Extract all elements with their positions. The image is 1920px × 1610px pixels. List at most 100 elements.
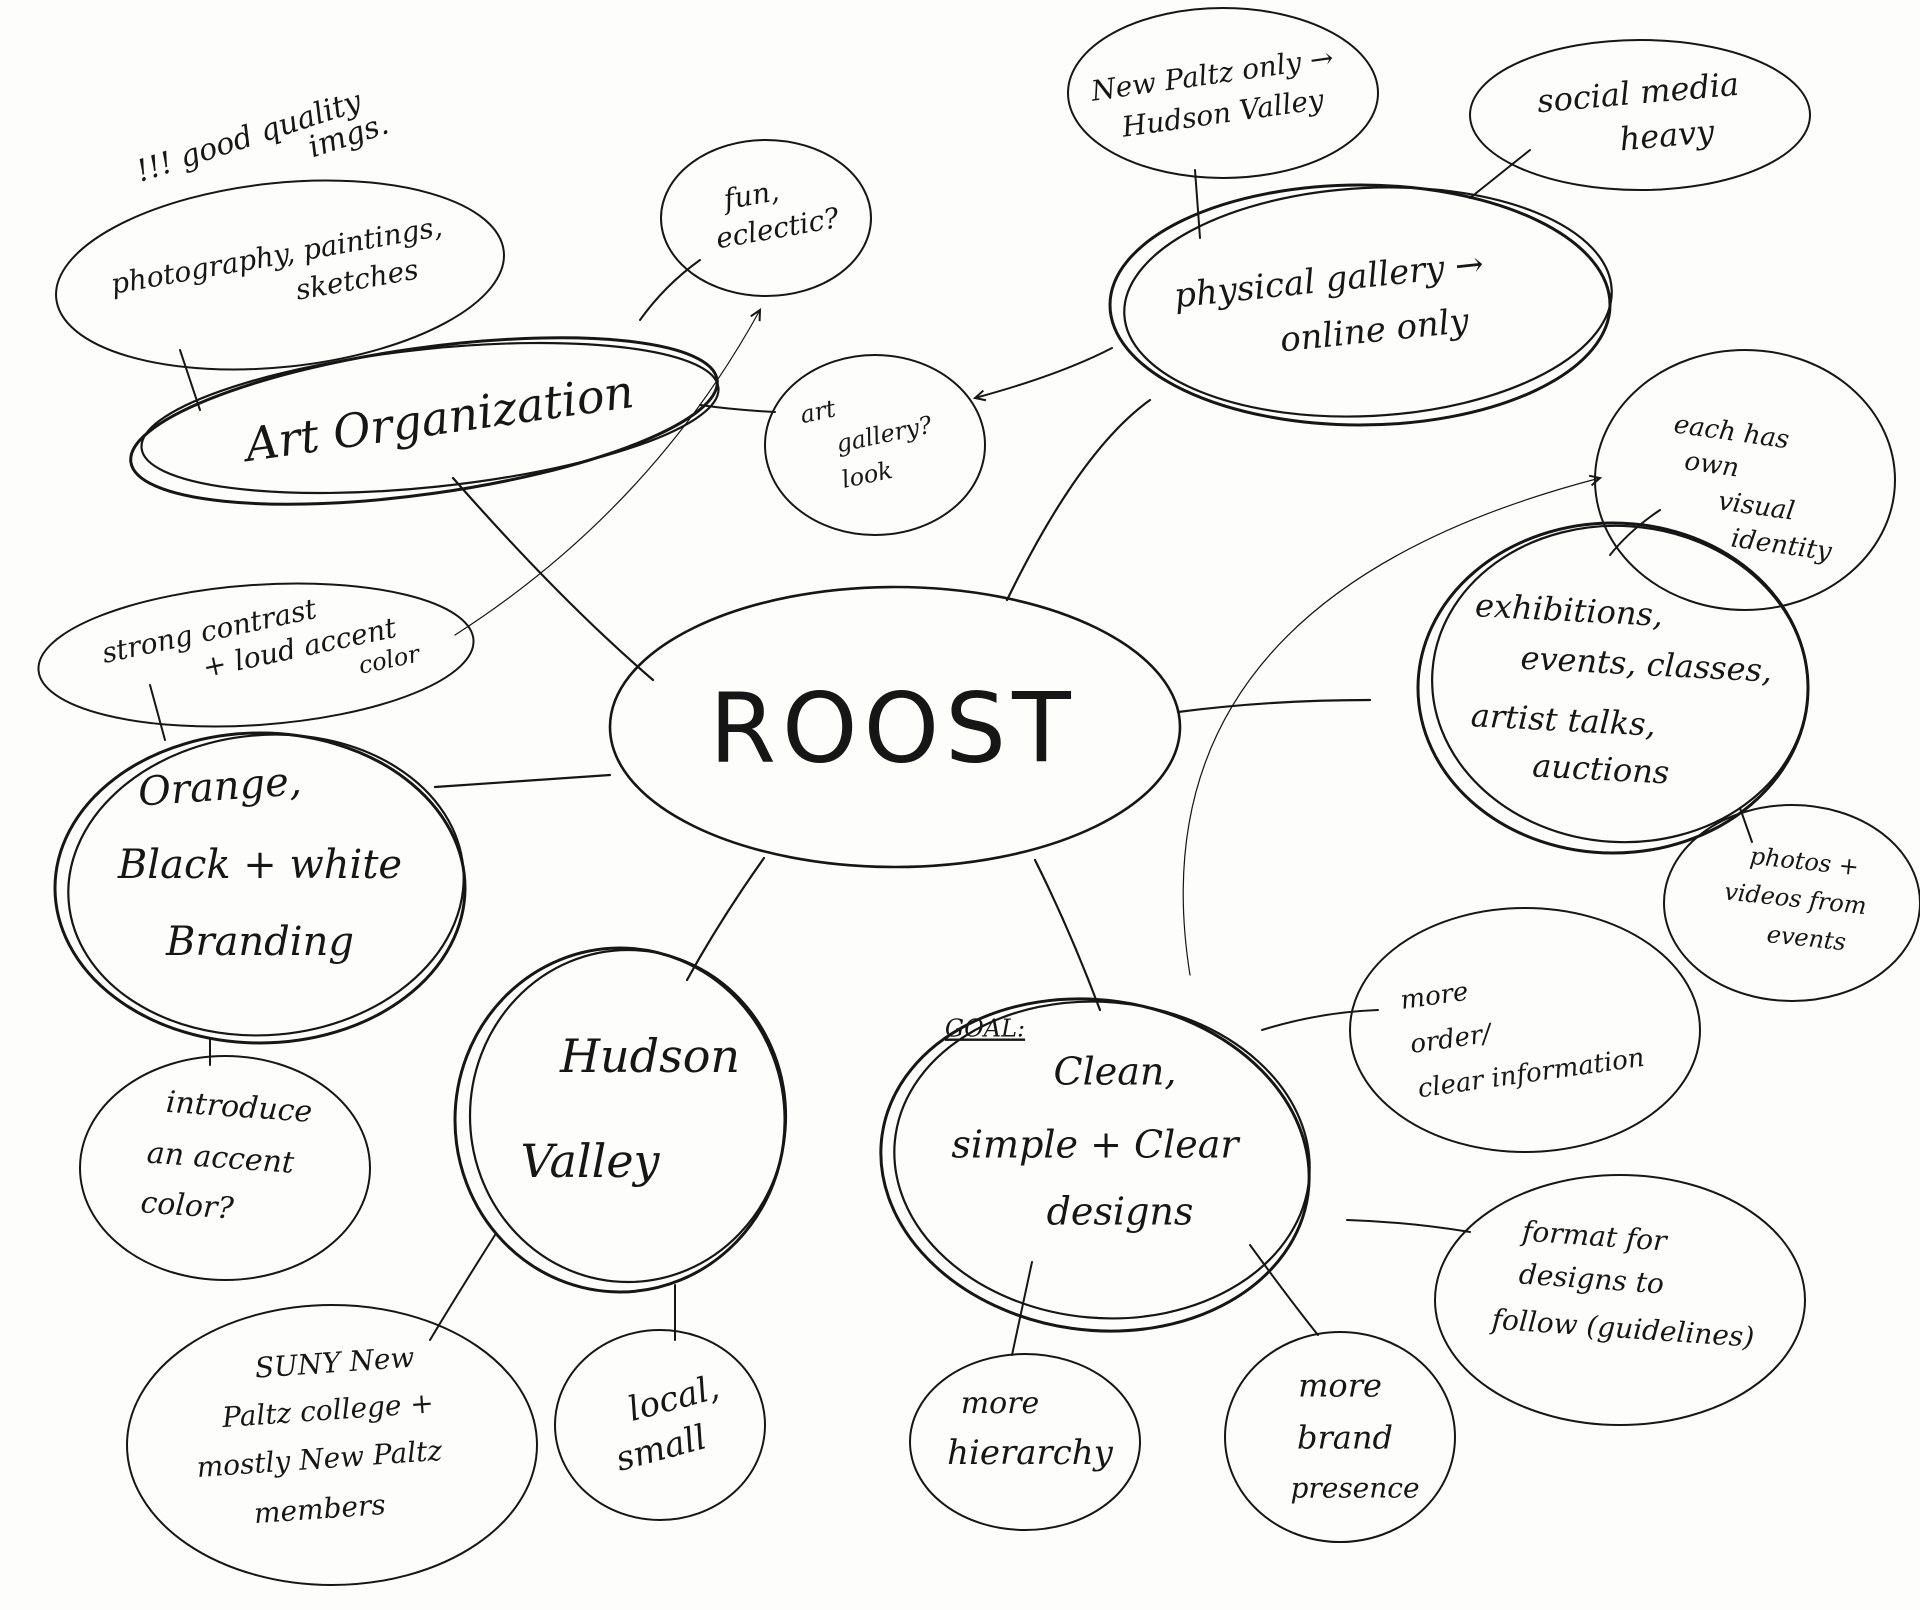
goal-prefix: GOAL: bbox=[945, 1015, 1025, 1043]
fun-eclectic-node: fun, eclectic? bbox=[713, 174, 842, 255]
physical-gallery-node: physical gallery → online only bbox=[1172, 244, 1485, 360]
connector-root-branding bbox=[433, 773, 612, 789]
each-has-own-node: each has own visual identity bbox=[1672, 409, 1834, 568]
more-order-node: more order/ clear information bbox=[1399, 977, 1647, 1105]
new-paltz-node: New Paltz only → Hudson Valley bbox=[1088, 41, 1335, 144]
connector-physical-social bbox=[1469, 149, 1531, 199]
art-gallery-look-line-3: look bbox=[839, 456, 895, 494]
labels: ROOST Art Organization photography, pain… bbox=[99, 41, 1868, 1530]
goal-line-3: designs bbox=[1047, 1190, 1194, 1234]
accent-color-line-1: introduce bbox=[165, 1085, 314, 1130]
format-designs-node: format for designs to follow (guidelines… bbox=[1489, 1214, 1756, 1354]
more-brand-line-1: more bbox=[1298, 1367, 1382, 1405]
accent-color-line-3: color? bbox=[139, 1185, 235, 1226]
suny-line-2: Paltz college + bbox=[220, 1386, 435, 1434]
branding-line-2: Black + white bbox=[117, 842, 402, 888]
branding-node: Orange, Black + white Branding bbox=[117, 758, 402, 965]
media-types-outline bbox=[55, 179, 505, 371]
suny-outline bbox=[126, 1304, 538, 1586]
new-paltz-outline bbox=[1067, 7, 1379, 179]
more-order-line-1: more bbox=[1399, 977, 1471, 1016]
goal-outline-2 bbox=[893, 1000, 1311, 1320]
connectors bbox=[149, 149, 1753, 1356]
connector-goal-brand bbox=[1249, 1244, 1319, 1336]
photos-videos-line-1: photos + bbox=[1749, 842, 1861, 881]
more-brand-outline bbox=[1224, 1331, 1456, 1543]
arrow-physical-to-gallery-look bbox=[972, 347, 1113, 402]
more-brand-node: more brand presence bbox=[1290, 1367, 1419, 1505]
root-label: ROOST bbox=[709, 672, 1076, 784]
local-small-line-2: small bbox=[612, 1417, 711, 1479]
goal-line-1: Clean, bbox=[1054, 1050, 1177, 1094]
exhibitions-node: exhibitions, events, classes, artist tal… bbox=[1470, 586, 1773, 791]
connector-art-gallery-look bbox=[699, 404, 776, 413]
arrow-goal-to-identity bbox=[1182, 474, 1603, 976]
hudson-valley-line-1: Hudson bbox=[559, 1029, 740, 1083]
connector-exhibitions-identity bbox=[1609, 509, 1661, 556]
connector-root-art-organization bbox=[451, 476, 655, 682]
more-order-line-2: order/ bbox=[1408, 1019, 1495, 1060]
outlines bbox=[37, 7, 1920, 1586]
format-designs-line-3: follow (guidelines) bbox=[1489, 1303, 1756, 1354]
photos-videos-outline bbox=[1663, 804, 1920, 1002]
branding-line-3: Branding bbox=[165, 919, 354, 965]
connector-root-goal bbox=[1033, 858, 1102, 1012]
connector-art-fun bbox=[639, 259, 701, 321]
connector-root-physical-gallery bbox=[1005, 398, 1152, 602]
exhibitions-outline-2 bbox=[1431, 524, 1809, 844]
more-hierarchy-line-2: hierarchy bbox=[947, 1433, 1114, 1473]
format-designs-line-2: designs to bbox=[1518, 1257, 1665, 1300]
exhibitions-line-2: events, classes, bbox=[1520, 639, 1773, 690]
photos-videos-line-3: events bbox=[1765, 920, 1847, 956]
accent-color-node: introduce an accent color? bbox=[139, 1085, 314, 1227]
suny-line-1: SUNY New bbox=[254, 1341, 416, 1385]
more-brand-line-2: brand bbox=[1297, 1419, 1393, 1457]
art-gallery-look-node: art gallery? look bbox=[798, 394, 935, 494]
connector-contrast-branding bbox=[149, 684, 166, 741]
branding-outline-2 bbox=[67, 733, 465, 1037]
each-has-own-outline bbox=[1594, 349, 1896, 611]
exhibitions-line-1: exhibitions, bbox=[1474, 586, 1664, 634]
accent-color-outline bbox=[79, 1055, 371, 1281]
photos-videos-line-2: videos from bbox=[1723, 877, 1868, 920]
hudson-valley-node: Hudson Valley bbox=[520, 1029, 740, 1188]
social-media-line-2: heavy bbox=[1618, 112, 1717, 158]
media-types-node: photography, paintings, sketches bbox=[108, 210, 444, 307]
each-has-own-line-3: visual bbox=[1716, 486, 1796, 526]
connector-goal-order bbox=[1261, 1009, 1379, 1031]
more-hierarchy-line-1: more bbox=[961, 1386, 1040, 1421]
branding-line-1: Orange, bbox=[137, 758, 303, 815]
art-gallery-look-line-1: art bbox=[798, 394, 839, 429]
exhibitions-line-3: artist talks, bbox=[1470, 696, 1657, 744]
goal-outline bbox=[879, 997, 1311, 1333]
good-quality-note: !!! good quality imgs. bbox=[132, 83, 393, 189]
local-small-node: local, small bbox=[612, 1367, 724, 1479]
format-designs-outline bbox=[1434, 1174, 1806, 1426]
more-order-outline bbox=[1349, 907, 1701, 1153]
art-organization-outline-2 bbox=[140, 341, 720, 495]
goal-line-2: simple + Clear bbox=[951, 1123, 1241, 1167]
suny-node: SUNY New Paltz college + mostly New Palt… bbox=[196, 1341, 444, 1530]
suny-line-3: mostly New Paltz bbox=[196, 1434, 444, 1484]
accent-color-line-2: an accent bbox=[146, 1136, 296, 1181]
more-hierarchy-outline bbox=[909, 1353, 1141, 1531]
strong-contrast-node: strong contrast + loud accent color bbox=[99, 592, 424, 684]
hudson-valley-line-2: Valley bbox=[520, 1134, 660, 1188]
art-gallery-look-outline bbox=[764, 354, 986, 536]
goal-node: GOAL: Clean, simple + Clear designs bbox=[945, 1015, 1242, 1234]
physical-gallery-outline-2 bbox=[1123, 186, 1613, 418]
local-small-line-1: local, bbox=[624, 1367, 724, 1430]
social-media-node: social media heavy bbox=[1536, 65, 1741, 158]
branding-outline bbox=[53, 731, 467, 1045]
photos-videos-node: photos + videos from events bbox=[1723, 842, 1868, 956]
connector-root-exhibitions bbox=[1176, 698, 1372, 714]
arrow-contrast-to-fun bbox=[454, 308, 762, 636]
exhibitions-line-4: auctions bbox=[1531, 746, 1670, 791]
each-has-own-line-4: identity bbox=[1729, 524, 1833, 568]
more-hierarchy-node: more hierarchy bbox=[947, 1386, 1114, 1473]
strong-contrast-outline bbox=[37, 582, 475, 728]
local-small-outline bbox=[554, 1329, 766, 1521]
connector-goal-hierarchy bbox=[1011, 1261, 1033, 1356]
root-outline bbox=[608, 585, 1182, 869]
